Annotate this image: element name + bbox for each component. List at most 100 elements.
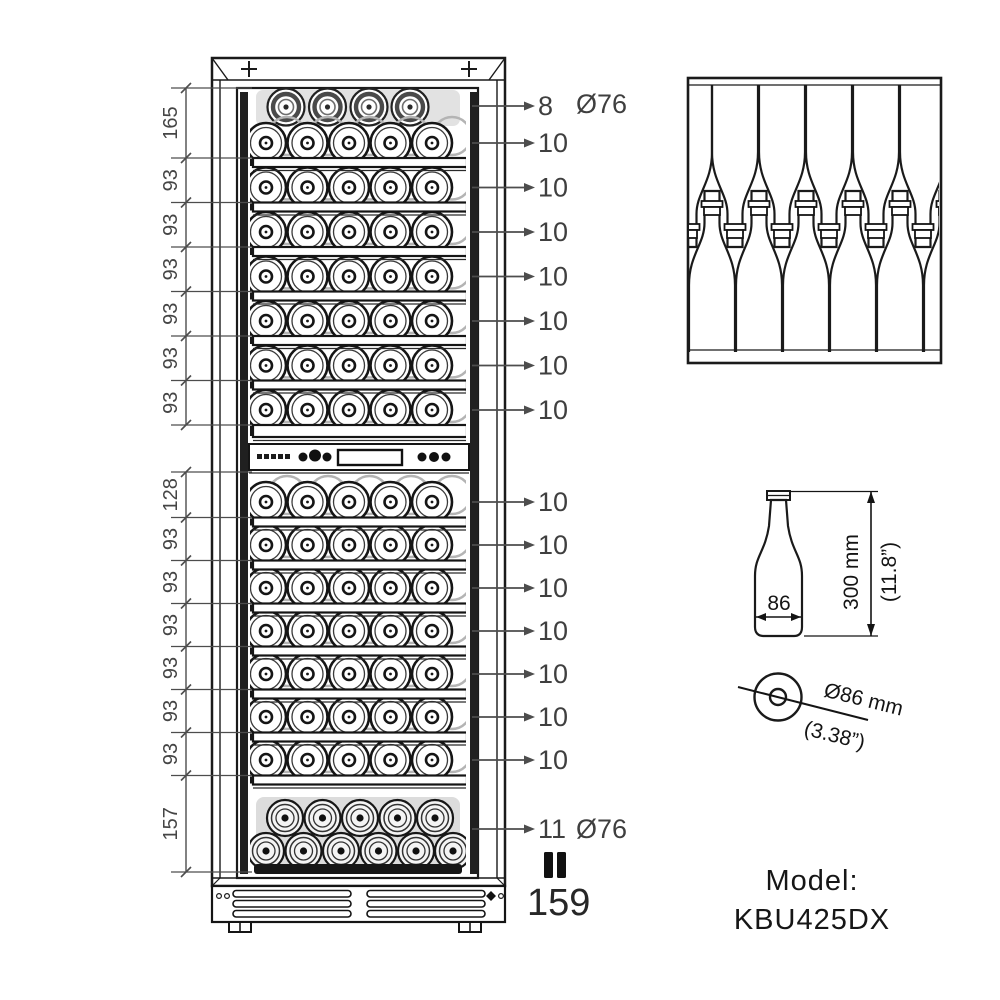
bottle-count-label: 10 (538, 616, 568, 646)
vent-slat (232, 899, 352, 908)
dimension-label: 93 (160, 214, 182, 236)
total-capacity-label: 159 (527, 882, 590, 924)
brand-logo (257, 454, 262, 459)
bottle-count-label: 8 (538, 91, 553, 121)
brand-logo (271, 454, 276, 459)
panel-button (309, 449, 321, 462)
bottle-diameter-mm-label: Ø86 mm (822, 679, 906, 721)
bottle-diameter-in-label: (3.38”) (802, 717, 868, 754)
brand-logo (285, 454, 290, 459)
shelf (251, 516, 466, 528)
shelf (251, 423, 466, 439)
vent-slat (366, 889, 486, 898)
dimension-label: 93 (160, 303, 182, 325)
door-seal-right (470, 92, 478, 874)
control-panel (248, 443, 470, 471)
bottle-count-label: 10 (538, 217, 568, 247)
bottle-bottom-inner (768, 687, 788, 707)
bottle-rows (250, 87, 466, 874)
vent-slat (366, 899, 486, 908)
dimension-label: 93 (160, 700, 182, 722)
model-label: Model: (765, 865, 858, 897)
bottle-count-label: 10 (538, 530, 568, 560)
bottle-count-label: 10 (538, 702, 568, 732)
dimension-label: 128 (160, 478, 182, 511)
bottle-count-label: 10 (538, 173, 568, 203)
bottle-count-label: 10 (538, 395, 568, 425)
door-seal-left (240, 92, 248, 874)
bottle-neck-down (689, 85, 714, 249)
bottle-neck-down (898, 85, 939, 249)
bottle-count-label: 10 (538, 573, 568, 603)
bottle-count-label: 10 (538, 351, 568, 381)
dimension-label: 93 (160, 169, 182, 191)
bottom-diameter-label: Ø76 (576, 814, 627, 844)
bottle-count-label: 10 (538, 659, 568, 689)
bottle-diameter-detail (737, 672, 869, 722)
screw-cross-icon (241, 61, 257, 77)
shelf (251, 688, 466, 700)
shelf (251, 245, 466, 258)
bottle-count-label: 10 (538, 487, 568, 517)
bottle-neck-up (734, 189, 784, 352)
bottle-neck-up (875, 189, 925, 352)
vent-slat (232, 889, 352, 898)
shelf (251, 559, 466, 571)
panel-button (417, 452, 427, 462)
dimension-label: 93 (160, 657, 182, 679)
bottle-count-label: 10 (538, 745, 568, 775)
shelf (251, 774, 466, 786)
shelf (251, 602, 466, 614)
top-diameter-label: Ø76 (576, 89, 627, 119)
panel-button (298, 452, 308, 462)
cooler-front-view (210, 56, 507, 933)
bottle-bottom-outer (753, 672, 803, 722)
bottle-rack-top-detail (686, 76, 943, 365)
dimension-label: 93 (160, 571, 182, 593)
bottle-count-label: 10 (538, 128, 568, 158)
bottle-width-label: 86 (767, 592, 790, 615)
bottle-neck-down (757, 85, 807, 249)
bottle-neck-down (851, 85, 901, 249)
screw-cross-icon (461, 61, 477, 77)
vent-slat (232, 909, 352, 918)
bottle-count-label: 11 (538, 814, 566, 844)
bottle-neck-up (689, 189, 737, 352)
dimension-label: 93 (160, 347, 182, 369)
shelf (251, 334, 466, 347)
bottle-neck-up (781, 189, 831, 352)
dimension-label: 93 (160, 258, 182, 280)
brand-logo (278, 454, 283, 459)
vent-slat (366, 909, 486, 918)
dimension-label: 93 (160, 528, 182, 550)
dimension-label: 93 (160, 614, 182, 636)
panel-display (336, 448, 404, 467)
bottle-outline (753, 498, 804, 638)
shelf (251, 201, 466, 213)
shelf (251, 379, 466, 391)
diameter-leader-line (737, 686, 869, 721)
bottle-count-label: 10 (538, 262, 568, 292)
base-vent (210, 884, 507, 933)
bottle-height-mm-label: 300 mm (840, 534, 863, 610)
bottle-neck-down (710, 85, 760, 249)
dimension-label: 165 (160, 106, 182, 139)
double-bar-icon (544, 852, 566, 878)
panel-button (322, 452, 332, 462)
bottle-neck-up (828, 189, 878, 352)
panel-button (429, 452, 439, 462)
dimension-label: 157 (160, 807, 182, 840)
bottle-height-in-label: (11.8”) (878, 542, 901, 602)
dimension-label: 93 (160, 392, 182, 414)
bottle-neck-up (922, 189, 939, 352)
model-value: KBU425DX (734, 904, 890, 936)
shelf (251, 645, 466, 657)
bottle-count-label: 10 (538, 306, 568, 336)
brand-logo (264, 454, 269, 459)
shelf (251, 156, 466, 169)
bottle-side-detail (753, 490, 878, 638)
diamond-mark (486, 891, 496, 901)
